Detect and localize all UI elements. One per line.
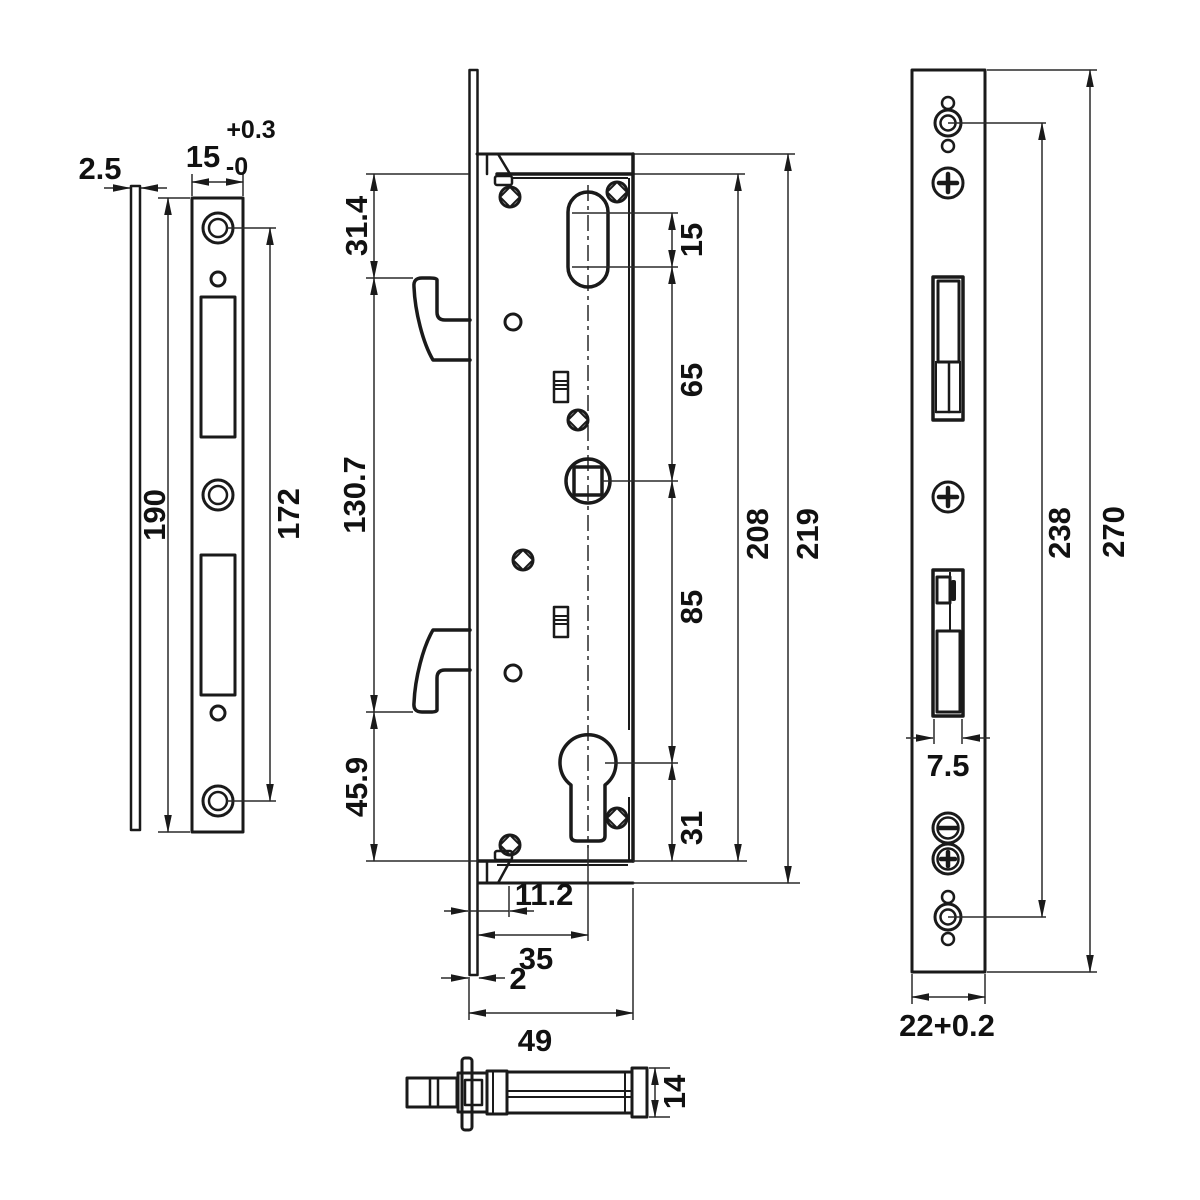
dim-tolerance-lower: -0	[226, 153, 248, 181]
mounting-hole-icon	[209, 704, 227, 722]
dim-plate-height: 190	[137, 197, 190, 833]
dim-label: 35	[519, 941, 553, 976]
hook-bolt-upper	[412, 276, 472, 362]
dim-plate-width: 15 +0.3 -0	[186, 116, 276, 196]
pin-hole-icon	[503, 312, 523, 332]
faceplate-outline	[910, 68, 987, 974]
phillips-screw-icon	[931, 842, 965, 876]
case-body-section	[505, 1070, 634, 1115]
dim-case-top-to-hook: 31.4	[339, 173, 378, 279]
pin-hole-icon	[940, 889, 956, 905]
faceplate-cross-section	[460, 1056, 474, 1132]
dim-label: 45.9	[339, 757, 374, 817]
square-drive-screw-icon	[605, 806, 629, 830]
dim-backset: 35	[477, 931, 589, 976]
latch-bolt-side	[405, 1076, 459, 1109]
dim-label: 7.5	[926, 748, 969, 783]
dim-label: 172	[271, 488, 306, 540]
dim-label: 31.4	[339, 195, 374, 256]
dim-label: 219	[790, 508, 825, 560]
square-drive-screw-icon	[566, 408, 590, 432]
dim-slot-height: 15	[668, 212, 709, 268]
strike-plate-outline	[190, 196, 245, 834]
dim-case-height: 208	[734, 173, 775, 862]
lock-case-outline	[475, 152, 800, 885]
latch-tab-top	[485, 152, 514, 187]
hook-slot-lower	[931, 568, 965, 718]
dim-label: 270	[1096, 506, 1131, 558]
dim-label: 31	[674, 811, 709, 845]
dim-label: 130.7	[337, 456, 372, 534]
hook-cutout-lower	[199, 553, 237, 697]
hook-cutout-upper	[199, 295, 237, 439]
phillips-screw-icon	[931, 480, 965, 514]
dim-label: 238	[1042, 507, 1077, 559]
square-drive-screw-icon	[498, 185, 522, 209]
phillips-screw-icon	[931, 166, 965, 200]
edge-view: 14	[405, 1056, 692, 1132]
pin-hole-icon	[503, 663, 523, 683]
dim-label: 11.2	[515, 877, 574, 912]
dim-cylinder-to-case-bottom: 31	[668, 762, 709, 862]
screw-hole-ring-icon	[201, 478, 235, 512]
mounting-hole-icon	[209, 270, 227, 288]
pin-hole-icon	[940, 931, 956, 947]
dim-label: 49	[518, 1023, 552, 1058]
dim-hook-to-case-bottom: 45.9	[339, 711, 378, 862]
square-drive-screw-icon	[498, 833, 522, 857]
dim-label: 15	[674, 223, 709, 257]
dim-label: 85	[674, 590, 709, 624]
dim-spindle-to-cylinder: 85	[668, 480, 709, 764]
dim-slot-to-spindle: 65	[668, 266, 709, 482]
square-drive-screw-icon	[605, 180, 629, 204]
dim-faceplate-height: 270	[987, 69, 1131, 973]
pin-hole-icon	[940, 95, 956, 111]
faceplate-back-view: 7.5 238 270 22+0.2	[899, 68, 1131, 1043]
dim-hook-span: 130.7	[337, 277, 378, 713]
faceplate-strip	[468, 68, 479, 977]
follower-slot	[566, 190, 610, 289]
dim-case-depth: 49	[468, 1009, 634, 1058]
dim-overall-height: 219	[784, 153, 825, 884]
dim-label: 15	[186, 139, 220, 174]
dim-faceplate-thickness: 2	[441, 961, 527, 996]
dim-label: 2	[509, 961, 526, 996]
dim-tolerance-upper: +0.3	[226, 116, 275, 144]
slider-indicator-lower	[552, 605, 570, 639]
dim-label: 190	[137, 489, 172, 541]
latch-guide-inner	[463, 1078, 484, 1107]
dim-label: 22+0.2	[899, 1008, 995, 1043]
dim-label: 208	[740, 508, 775, 560]
square-drive-screw-icon	[511, 548, 535, 572]
dim-label: 14	[657, 1074, 692, 1109]
dim-label: 65	[674, 363, 709, 397]
strike-plate-front-view: 2.5 15 +0.3 -0 190 172	[78, 116, 306, 834]
dim-bar-thickness: 2.5	[78, 151, 167, 192]
dim-latch-inset: 11.2	[444, 877, 574, 915]
euro-cylinder-hole	[558, 733, 618, 843]
lock-body-view: 31.4 130.7 45.9 15 65 85 31 208	[337, 68, 825, 1058]
hook-bolt-lower	[412, 628, 472, 714]
dim-faceplate-width: 22+0.2	[899, 974, 995, 1043]
case-front-section	[485, 1069, 509, 1116]
dim-slot-width: 7.5	[906, 719, 990, 783]
slotted-screw-icon	[931, 811, 965, 845]
dim-hole-spacing: 238	[1038, 122, 1077, 918]
strike-plate-side-bar	[129, 184, 142, 832]
pin-hole-icon	[940, 138, 956, 154]
hook-slot-upper	[931, 275, 965, 422]
dim-case-thickness: 14	[649, 1067, 692, 1118]
slider-indicator-upper	[552, 370, 570, 404]
case-end-cap	[630, 1066, 649, 1119]
dim-label: 2.5	[78, 151, 121, 186]
dim-screw-hole-spacing: 172	[266, 227, 306, 802]
